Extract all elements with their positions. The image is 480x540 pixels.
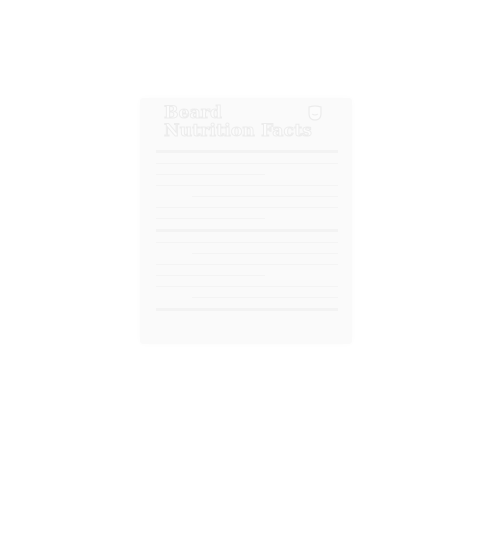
divider <box>156 242 338 243</box>
nutrition-label-panel: Beard Nutrition Facts <box>140 98 352 344</box>
divider <box>156 286 338 287</box>
divider <box>192 297 338 298</box>
divider <box>192 253 338 254</box>
divider <box>156 174 266 175</box>
divider <box>192 196 338 197</box>
divider <box>156 229 338 232</box>
divider <box>156 218 266 219</box>
divider <box>156 185 338 186</box>
faint-detail-lines <box>156 150 338 321</box>
divider <box>156 207 338 208</box>
divider <box>156 264 338 265</box>
label-title: Beard Nutrition Facts <box>163 103 313 141</box>
divider <box>156 275 266 276</box>
title-line-1: Beard <box>163 103 223 123</box>
divider <box>156 308 338 311</box>
beard-icon <box>308 105 322 121</box>
title-line-2: Nutrition Facts <box>163 121 313 141</box>
divider <box>156 163 338 164</box>
divider <box>156 150 338 153</box>
